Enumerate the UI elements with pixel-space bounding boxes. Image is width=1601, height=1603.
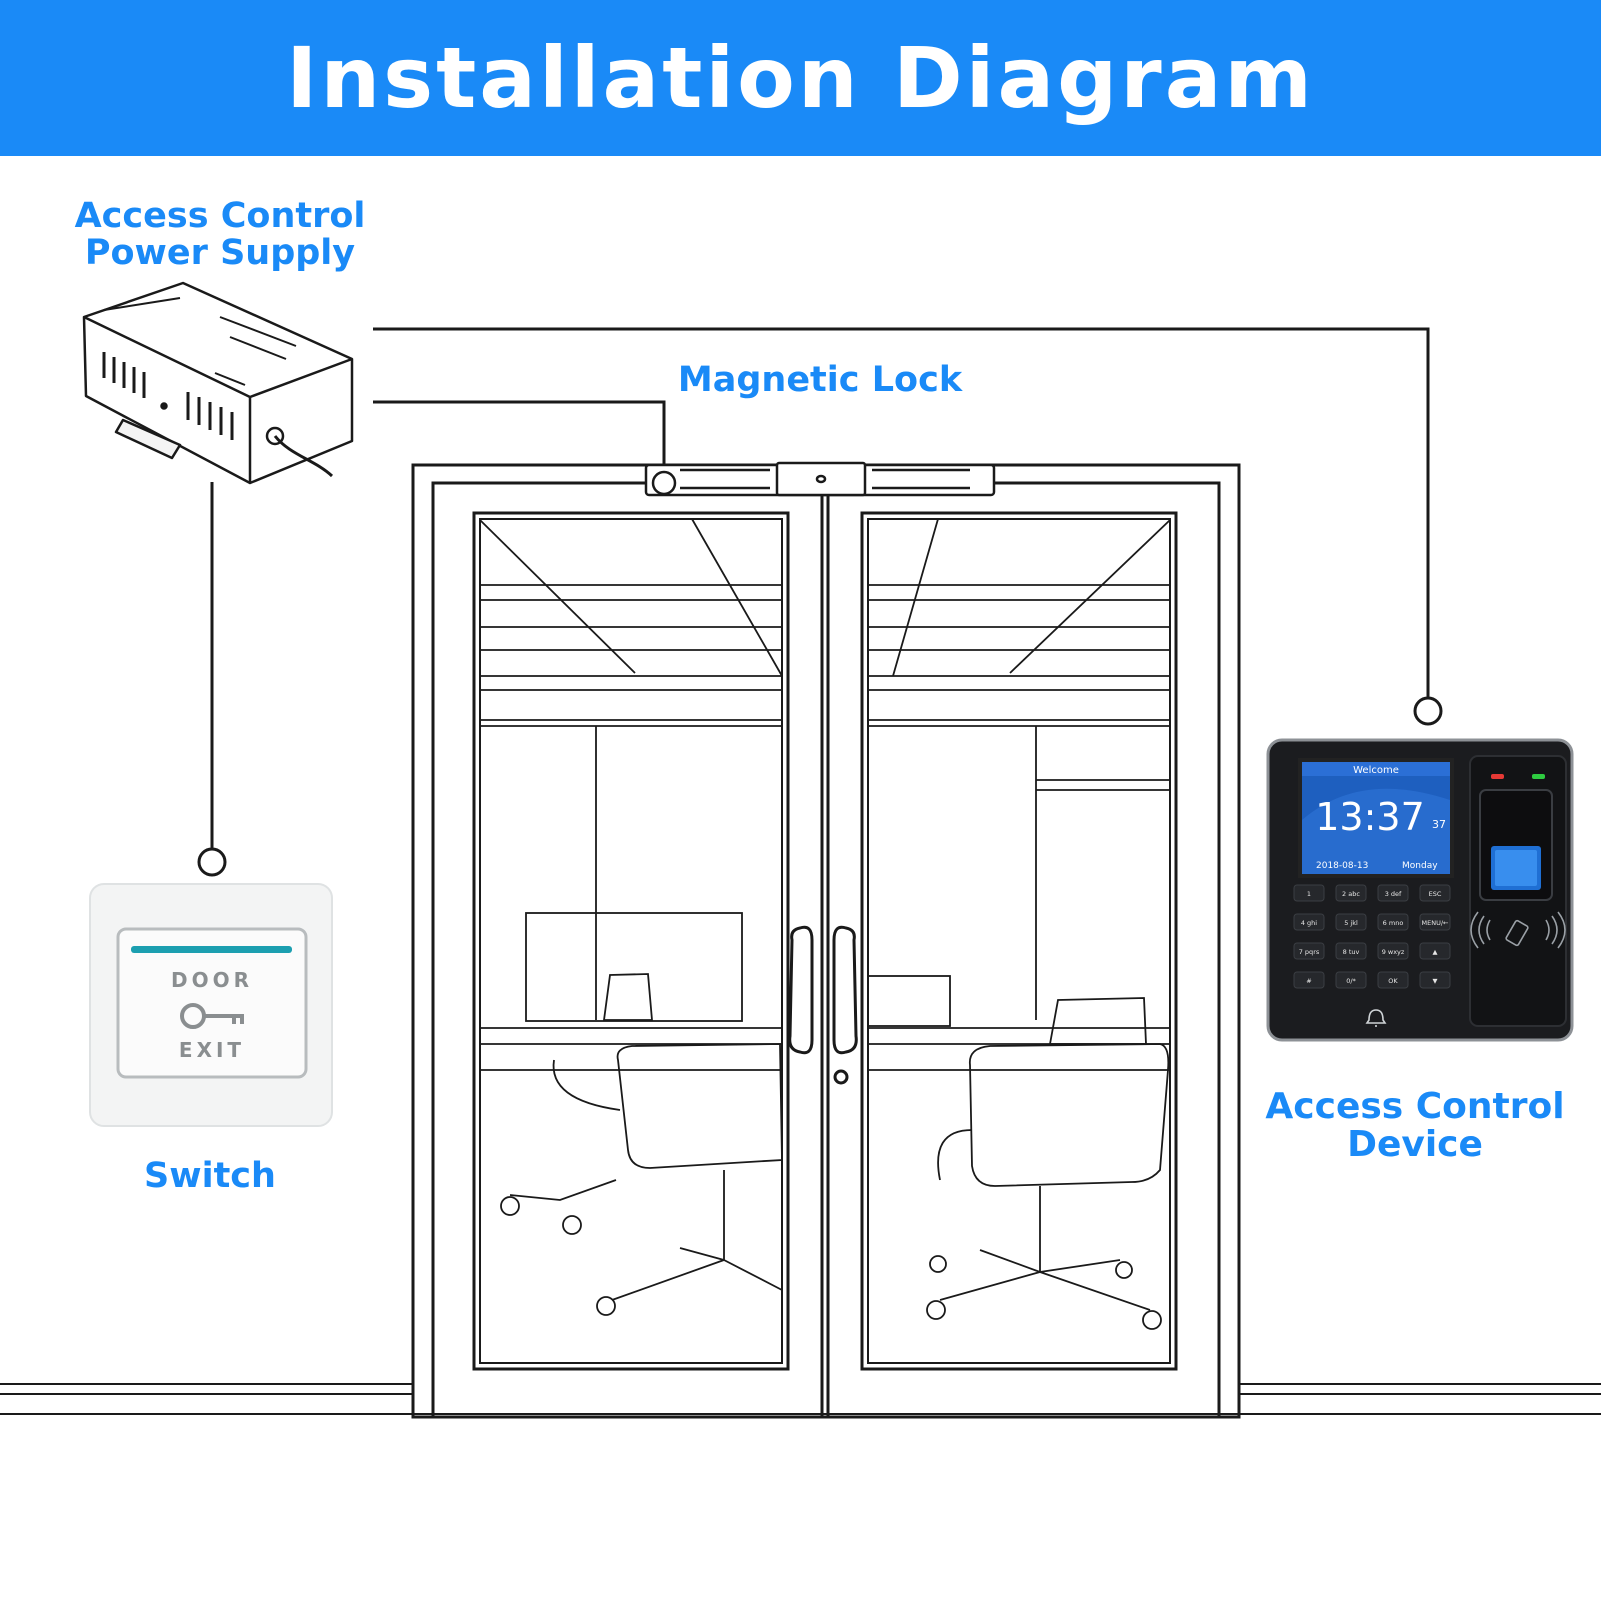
- power-supply-label: Access Control Power Supply: [60, 198, 380, 272]
- led-green: [1532, 774, 1545, 779]
- power-supply-label-line2: Power Supply: [84, 232, 356, 273]
- keypad-key-label: 9 wxyz: [1382, 948, 1405, 956]
- keypad-key: [1377, 942, 1409, 960]
- door-leaves: [472, 495, 1178, 1417]
- floor-lines: [0, 1383, 1601, 1415]
- bell-icon: [1365, 1009, 1387, 1027]
- keypad-key-label: 0/*: [1346, 977, 1356, 985]
- keypad-key: [1335, 884, 1367, 902]
- keypad-key-label: ▲: [1433, 948, 1438, 956]
- header-banner: Installation Diagram: [0, 0, 1601, 156]
- wiring: [210, 327, 1430, 848]
- keypad-key-label: 4 ghi: [1301, 919, 1317, 927]
- keypad-key-label: 5 jkl: [1344, 919, 1358, 927]
- keypad-key: [1293, 942, 1325, 960]
- keypad-key-label: #: [1306, 977, 1311, 985]
- keypad-key: [1293, 971, 1325, 989]
- screen-weekday-text: Monday: [1402, 861, 1438, 871]
- screen-welcome-text: Welcome: [1353, 765, 1399, 776]
- screen-seconds-text: 37: [1432, 818, 1446, 831]
- office-interior-left: [479, 518, 783, 1316]
- switch-label: Switch: [144, 1156, 276, 1196]
- magnetic-lock-label: Magnetic Lock: [677, 360, 963, 400]
- keypad-key: [1377, 884, 1409, 902]
- keypad-key: [1335, 942, 1367, 960]
- door-frame: [411, 463, 1241, 1419]
- keypad-key-label: 8 tuv: [1343, 948, 1360, 956]
- power-supply-box: [82, 281, 354, 485]
- access-device-label-line1: Access Control: [1265, 1086, 1565, 1127]
- keypad-key-label: 3 def: [1385, 890, 1402, 898]
- magnetic-lock: [644, 461, 996, 497]
- page-title: Installation Diagram: [286, 29, 1315, 127]
- keypad-key-label: ESC: [1429, 890, 1442, 898]
- keypad-key: [1293, 884, 1325, 902]
- keypad-key: [1419, 913, 1451, 931]
- access-control-device: Welcome 13:37 37 2018-08-13 Monday 1 2 ab…: [1266, 738, 1574, 1042]
- keypad-key-label: 2 abc: [1342, 890, 1360, 898]
- keypad-key-label: 6 mno: [1383, 919, 1404, 927]
- screen-time-text: 13:37: [1315, 795, 1425, 839]
- switch-connector: [197, 847, 227, 877]
- office-interior-right: [867, 518, 1171, 1330]
- screen-date-text: 2018-08-13: [1316, 861, 1368, 871]
- device-connector: [1413, 696, 1443, 726]
- exit-switch-door-text: DOOR: [171, 968, 253, 992]
- keypad-key-label: MENU/←: [1422, 919, 1450, 927]
- access-device-label-line2: Device: [1347, 1123, 1483, 1165]
- keypad-key: [1335, 971, 1367, 989]
- keypad-key: [1377, 971, 1409, 989]
- key-icon: [180, 1003, 244, 1029]
- keypad-key: [1419, 884, 1451, 902]
- led-red: [1491, 774, 1504, 779]
- keypad-key-label: 7 pqrs: [1299, 948, 1320, 956]
- keypad-key-label: OK: [1388, 977, 1398, 985]
- wire-to-lock: [373, 400, 666, 470]
- keypad-key: [1293, 913, 1325, 931]
- keypad-key: [1377, 913, 1409, 931]
- power-supply-label-line1: Access Control: [74, 196, 366, 236]
- rfid-icon: [1470, 911, 1566, 949]
- exit-switch: DOOR EXIT: [89, 883, 333, 1127]
- keypad: 1 2 abc 3 def ESC 4 ghi 5 jkl 6 mno MENU/← 7 pqr…: [1293, 884, 1451, 989]
- wire-to-device: [373, 327, 1430, 698]
- access-device-label: Access Control Device: [1250, 1088, 1580, 1164]
- keypad-key: [1419, 942, 1451, 960]
- keypad-key-label: 1: [1307, 890, 1311, 898]
- keypad-key: [1335, 913, 1367, 931]
- keypad-key: [1419, 971, 1451, 989]
- door-handles: [788, 925, 858, 1085]
- keypad-key-label: ▼: [1433, 977, 1438, 985]
- exit-switch-exit-text: EXIT: [179, 1038, 245, 1062]
